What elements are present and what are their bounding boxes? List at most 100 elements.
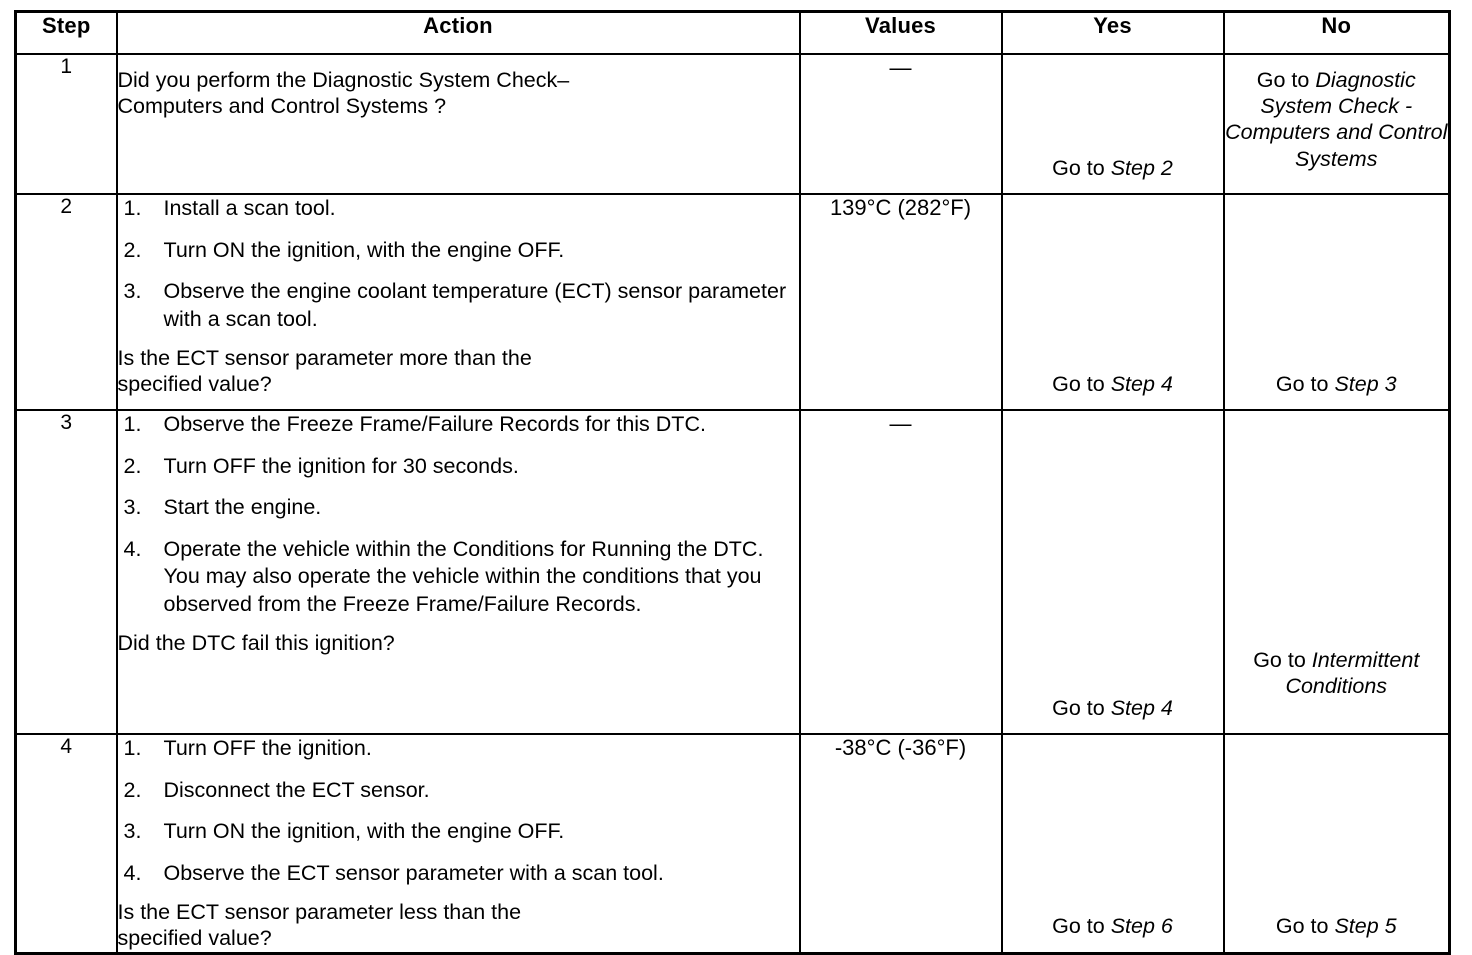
value-text: -38°C (-36°F) bbox=[834, 735, 967, 760]
list-item: 1. Install a scan tool. bbox=[118, 195, 799, 223]
diagnostic-table-page: Step Action Values Yes No 1 Did you perf… bbox=[14, 10, 1451, 955]
action-question-line-2: specified value? bbox=[117, 371, 272, 396]
list-item: 2. Disconnect the ECT sensor. bbox=[118, 777, 799, 805]
list-item: 2. Turn ON the ignition, with the engine … bbox=[118, 237, 799, 265]
no-goto-target: Intermittent Conditions bbox=[1285, 647, 1420, 698]
step-number: 1 bbox=[14, 53, 118, 195]
list-item-text: Operate the vehicle within the Condition… bbox=[163, 536, 764, 616]
action-question-line-1: Is the ECT sensor parameter more than th… bbox=[117, 346, 532, 371]
yes-goto-target: Step 4 bbox=[1110, 371, 1173, 396]
action-question: Did the DTC fail this ignition? bbox=[118, 631, 799, 657]
list-item-number: 2. bbox=[123, 453, 142, 478]
yes-branch-cell: Go to Step 6 bbox=[1000, 732, 1225, 955]
table-row: 3 1. Observe the Freeze Frame/Failure Rec… bbox=[14, 409, 1451, 735]
list-item: 1. Observe the Freeze Frame/Failure Recor… bbox=[118, 411, 799, 439]
yes-goto-prefix: Go to bbox=[1052, 695, 1111, 720]
values-cell: — bbox=[798, 409, 1003, 735]
column-header-action: Action bbox=[115, 10, 801, 55]
no-goto-prefix: Go to bbox=[1253, 647, 1312, 672]
action-cell: 1. Install a scan tool. 2. Turn ON the ign… bbox=[115, 193, 801, 411]
step-number: 3 bbox=[14, 409, 118, 735]
list-item: 4. Operate the vehicle within the Conditi… bbox=[118, 536, 799, 619]
list-item-text: Observe the ECT sensor parameter with a … bbox=[163, 860, 664, 885]
list-item-text: Start the engine. bbox=[163, 495, 322, 520]
values-cell: -38°C (-36°F) bbox=[798, 732, 1003, 955]
list-item: 3. Turn ON the ignition, with the engine … bbox=[118, 818, 799, 846]
no-goto-target: Step 3 bbox=[1334, 371, 1397, 396]
yes-branch-cell: Go to Step 4 bbox=[1000, 193, 1225, 411]
no-branch-cell: Go to Intermittent Conditions bbox=[1222, 409, 1451, 735]
action-question-line-2: Computers and Control Systems ? bbox=[117, 93, 447, 118]
list-item-number: 1. bbox=[123, 412, 142, 436]
column-header-step: Step bbox=[14, 10, 118, 55]
yes-goto-prefix: Go to bbox=[1052, 155, 1111, 180]
yes-branch-cell: Go to Step 2 bbox=[1000, 53, 1225, 195]
no-goto-prefix: Go to bbox=[1275, 371, 1335, 396]
action-question-line-2: specified value? bbox=[117, 925, 272, 950]
column-header-values: Values bbox=[798, 10, 1003, 55]
yes-goto-target: Step 4 bbox=[1110, 695, 1173, 720]
list-item-text: Observe the Freeze Frame/Failure Records… bbox=[163, 412, 706, 436]
list-item-text: Turn ON the ignition, with the engine OF… bbox=[163, 237, 565, 262]
list-item: 3. Start the engine. bbox=[118, 494, 799, 522]
list-item-number: 2. bbox=[123, 237, 142, 262]
list-item-number: 1. bbox=[123, 196, 142, 220]
action-question: Is the ECT sensor parameter more than th… bbox=[118, 346, 799, 398]
list-item-text: Turn OFF the ignition. bbox=[163, 736, 372, 760]
values-cell: — bbox=[798, 53, 1003, 195]
list-item-number: 3. bbox=[123, 819, 142, 844]
yes-branch-cell: Go to Step 4 bbox=[1000, 409, 1225, 735]
no-goto-target: Step 5 bbox=[1334, 914, 1397, 939]
no-goto-prefix: Go to bbox=[1275, 914, 1335, 939]
action-cell: Did you perform the Diagnostic System Ch… bbox=[115, 53, 801, 195]
yes-goto-prefix: Go to bbox=[1052, 371, 1111, 396]
list-item-number: 4. bbox=[123, 860, 142, 885]
action-question: Is the ECT sensor parameter less than th… bbox=[118, 900, 799, 952]
no-branch-cell: Go to Step 3 bbox=[1222, 193, 1451, 411]
table-header: Step Action Values Yes No bbox=[14, 10, 1451, 55]
list-item-number: 2. bbox=[123, 777, 142, 802]
column-header-no: No bbox=[1222, 10, 1451, 55]
yes-goto-target: Step 6 bbox=[1110, 914, 1173, 939]
list-item-number: 3. bbox=[123, 279, 142, 304]
list-item-number: 4. bbox=[123, 536, 142, 561]
table-row: 4 1. Turn OFF the ignition. 2. Disconnect … bbox=[14, 732, 1451, 955]
list-item-text: Turn ON the ignition, with the engine OF… bbox=[163, 819, 565, 844]
no-goto-target: Diagnostic System Check - Computers and … bbox=[1225, 68, 1448, 171]
list-item-text: Disconnect the ECT sensor. bbox=[163, 777, 430, 802]
column-header-yes: Yes bbox=[1000, 10, 1225, 55]
table-body: 1 Did you perform the Diagnostic System … bbox=[14, 53, 1451, 955]
list-item-text: Observe the engine coolant temperature (… bbox=[163, 279, 787, 331]
list-item: 1. Turn OFF the ignition. bbox=[118, 735, 799, 763]
diagnostic-procedure-table: Step Action Values Yes No 1 Did you perf… bbox=[14, 10, 1451, 955]
list-item-text: Turn OFF the ignition for 30 seconds. bbox=[163, 453, 519, 478]
header-row: Step Action Values Yes No bbox=[14, 10, 1451, 55]
table-row: 2 1. Install a scan tool. 2. Turn ON the i… bbox=[14, 193, 1451, 411]
action-cell: 1. Observe the Freeze Frame/Failure Recor… bbox=[115, 409, 801, 735]
yes-goto-prefix: Go to bbox=[1052, 914, 1111, 939]
list-item-number: 1. bbox=[123, 736, 142, 760]
action-question-line-1: Is the ECT sensor parameter less than th… bbox=[117, 900, 522, 925]
action-question-line-1: Did you perform the Diagnostic System Ch… bbox=[117, 68, 570, 92]
step-number: 2 bbox=[14, 193, 118, 411]
no-branch-cell: Go to Step 5 bbox=[1222, 732, 1451, 955]
list-item: 2. Turn OFF the ignition for 30 seconds. bbox=[118, 453, 799, 481]
no-goto-prefix: Go to bbox=[1256, 68, 1316, 92]
value-text: 139°C (282°F) bbox=[829, 195, 972, 220]
yes-goto-target: Step 2 bbox=[1110, 155, 1173, 180]
action-step-list: 1. Install a scan tool. 2. Turn ON the ign… bbox=[118, 195, 799, 333]
value-text: — bbox=[889, 411, 912, 436]
value-text: — bbox=[889, 55, 912, 80]
table-row: 1 Did you perform the Diagnostic System … bbox=[14, 53, 1451, 195]
step-number: 4 bbox=[14, 732, 118, 955]
action-step-list: 1. Observe the Freeze Frame/Failure Recor… bbox=[118, 411, 799, 618]
list-item-text: Install a scan tool. bbox=[163, 196, 336, 220]
action-cell: 1. Turn OFF the ignition. 2. Disconnect th… bbox=[115, 732, 801, 955]
list-item-number: 3. bbox=[123, 495, 142, 520]
list-item: 4. Observe the ECT sensor parameter with … bbox=[118, 860, 799, 888]
no-branch-cell: Go to Diagnostic System Check - Computer… bbox=[1222, 53, 1451, 195]
list-item: 3. Observe the engine coolant temperature… bbox=[118, 278, 799, 333]
action-question-line-1: Did the DTC fail this ignition? bbox=[117, 631, 395, 656]
values-cell: 139°C (282°F) bbox=[798, 193, 1003, 411]
action-question: Did you perform the Diagnostic System Ch… bbox=[118, 68, 799, 120]
